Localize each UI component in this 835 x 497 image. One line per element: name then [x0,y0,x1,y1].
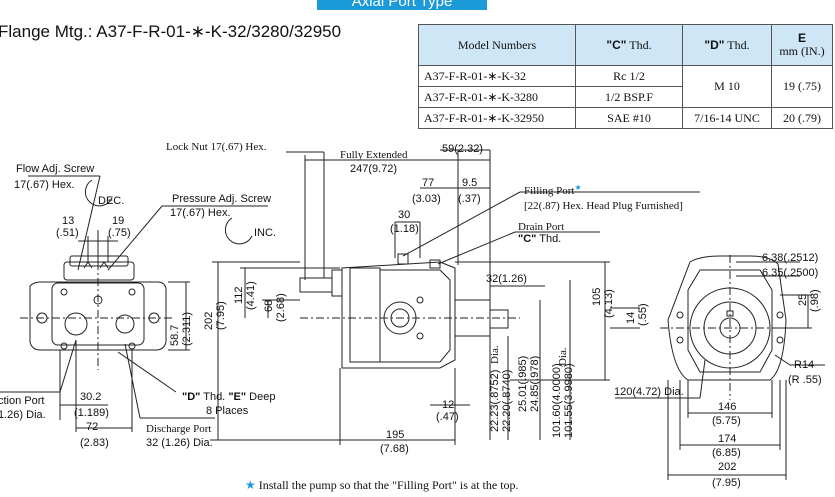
c-thd-cell: SAE #10 [575,107,683,129]
dim-9-5-in: (.37) [458,193,481,205]
drain-thd-label: "C" Thd. [518,233,561,245]
dim-58-7: 58.7 [169,325,181,346]
dim-101-60: 101.60(4.0000) [551,363,563,438]
suction-dia-label: 1.26) Dia. [0,409,46,421]
dim-25-in: (.98) [809,289,821,312]
dim-30-2: 30.2 [80,391,101,403]
dim-72-in: (2.83) [80,437,109,449]
dim-195-in: (7.68) [380,443,409,455]
dim-174: 174 [718,433,736,445]
flow-adj-label: Flow Adj. Screw [16,163,94,175]
dim-202: 202 [203,312,215,330]
dim-9-5: 9.5 [462,177,477,189]
dim-58-7-in: (2.311) [181,312,193,346]
dim-202-in: (7.95) [215,301,227,330]
model-numbers-header: Model Numbers [418,24,576,66]
right-end-view [660,255,800,400]
model-cell: A37-F-R-01-∗-K-32950 [418,107,576,129]
discharge-port-label: Discharge Port [146,423,211,435]
dim-112-in: (4.41) [245,281,257,310]
side-view [299,253,520,369]
dim-174-in: (6.85) [712,447,741,459]
dim-24-85: 24.85(.978) [529,356,541,412]
dim-68-in: (2.68) [275,293,287,322]
dim-32: 32(1.26) [486,273,527,285]
dim-247: 247(9.72) [350,163,397,175]
filling-port-label: Filling Port★ [524,183,582,197]
dim-105: 105 [591,288,603,306]
dim-6-38: 6.38(.2512) [762,252,818,264]
dim-146: 146 [718,401,736,413]
d-thd-cell: 7/16-14 UNC [682,107,772,129]
lock-nut-label: Lock Nut 17(.67) Hex. [166,141,267,153]
pressure-hex-label: 17(.67) Hex. [170,207,231,219]
c-thd-header: "C" Thd. [575,24,683,66]
d-thd-header: "D" Thd. [682,24,772,66]
dim-72: 72 [86,421,98,433]
dim-14: 14 [625,312,637,324]
dim-14-in: (.55) [637,303,649,326]
r14-in-label: (R .55) [788,374,822,386]
dim-13-in: (.51) [56,227,79,239]
dim-25-01: 25.01(.985) [517,356,529,412]
star-icon: ★ [245,478,256,492]
filling-hex-label: [22(.87) Hex. Head Plug Furnished] [524,200,683,212]
dim-68: 68 [263,300,275,312]
dim-112: 112 [233,286,245,304]
dim-59: 59(2.32) [442,143,483,155]
table-row: A37-F-R-01-∗-K-32950 SAE #10 7/16-14 UNC… [418,107,833,129]
pressure-adj-label: Pressure Adj. Screw [172,193,271,205]
dec-label: DEC. [98,195,124,207]
dim-30-in: (1.18) [390,223,419,235]
flow-hex-label: 17(.67) Hex. [14,179,75,191]
dia-120-label: 120(4.72) Dia. [614,386,684,398]
flange-mounting-title: Flange Mtg.: A37-F-R-01-∗-K-32/3280/3295… [0,22,342,41]
dim-12: 12 [442,399,454,411]
dim-101-dia: Dia. [557,347,569,366]
r14-label: R14 [794,359,814,371]
e-merged-cell: 19 (.75) [771,65,833,108]
fully-extended-label: Fully Extended [340,149,408,161]
dim-77-in: (3.03) [412,193,441,205]
table-row: A37-F-R-01-∗-K-32 Rc 1/2 M 10 19 (.75) [418,65,833,108]
inc-label: INC. [254,227,276,239]
dim-22-20: 22.20(.8740) [501,370,513,432]
dim-22-dia: Dia. [489,345,501,364]
dim-77: 77 [422,177,434,189]
installation-note: ★ Install the pump so that the "Filling … [245,478,519,492]
model-cell: A37-F-R-01-∗-K-32 [418,65,576,87]
dim-30-2-in: (1.189) [74,407,109,419]
discharge-dia-label: 32 (1.26) Dia. [146,437,213,449]
dim-13: 13 [62,215,74,227]
dim-6-35: 6.35(.2500) [762,267,818,279]
suction-port-label: ction Port [0,395,44,407]
dim-202-right: 202 [718,461,736,473]
dim-12-in: (.47) [436,411,459,423]
dim-202-right-in: (7.95) [712,477,741,489]
dim-195: 195 [386,429,404,441]
places-label: 8 Places [206,405,249,417]
dim-19-in: (.75) [108,227,131,239]
dim-22-23: 22.23(.8752) [489,370,501,432]
dim-30: 30 [398,209,410,221]
dim-19: 19 [112,215,124,227]
dim-146-in: (5.75) [712,415,741,427]
e-cell: 20 (.79) [771,107,833,129]
d-e-thread-label: "D" Thd. "E" Deep [182,391,275,403]
axial-port-type-tab: Axial Port Type [317,0,487,10]
dim-25: 25 [797,294,809,306]
dim-101-55: 101.55(3.9980) [563,363,575,438]
left-end-view [20,230,175,370]
dim-105-in: (4.13) [603,289,615,318]
drain-port-label: Drain Port [518,221,564,233]
